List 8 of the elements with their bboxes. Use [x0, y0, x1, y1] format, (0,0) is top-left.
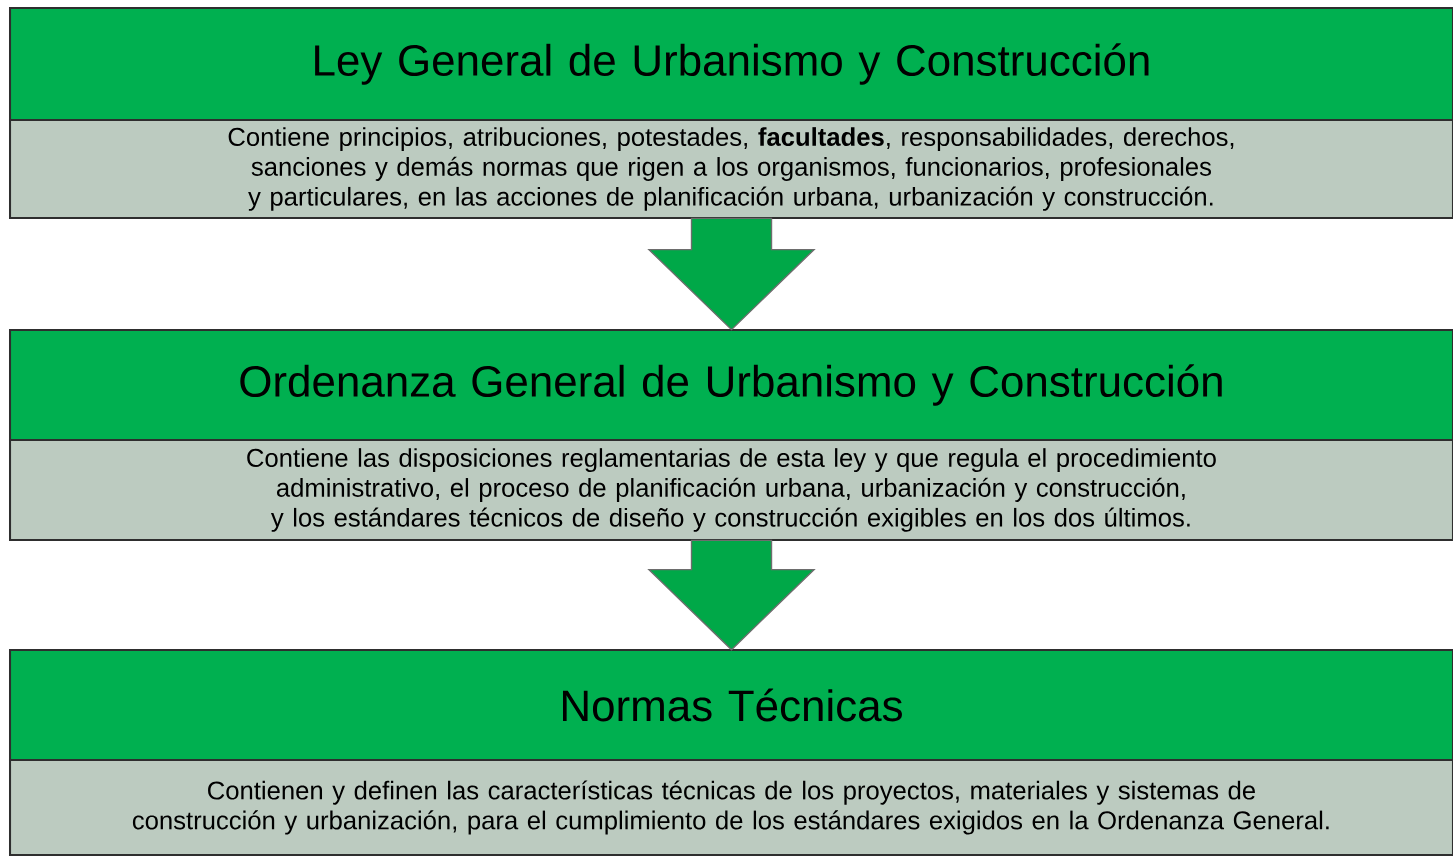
description-box: Contiene las disposiciones reglamentarias de esta ley y que regula el procedimiento administrativo, el proceso de planificación urbana, urbanización y construcción, y los estándares técnicos de diseño y construcción exigibles en los dos últimos.: [8, 438, 1453, 542]
description-box: Contiene principios, atribuciones, potestades, facultades, responsabilidades, derechos, sanciones y demás normas que rigen a los organismos, funcionarios, profesionales y particulares, en las acciones de planificación urbana, urbanización y construcción.: [8, 118, 1453, 220]
block-arrow: [647, 539, 816, 651]
description-box: Contienen y definen las características técnicas de los proyectos, materiales y sistemas de construcción y urbanización, para el cumplimiento de los estándares exigidos en la Ordenanza General.: [8, 758, 1453, 857]
heading-band: Ley General de Urbanismo y Construcción: [8, 6, 1453, 122]
block-arrow: [647, 217, 816, 331]
heading-band: Normas Técnicas: [8, 648, 1453, 762]
heading-band: Ordenanza General de Urbanismo y Construcción: [8, 328, 1453, 442]
